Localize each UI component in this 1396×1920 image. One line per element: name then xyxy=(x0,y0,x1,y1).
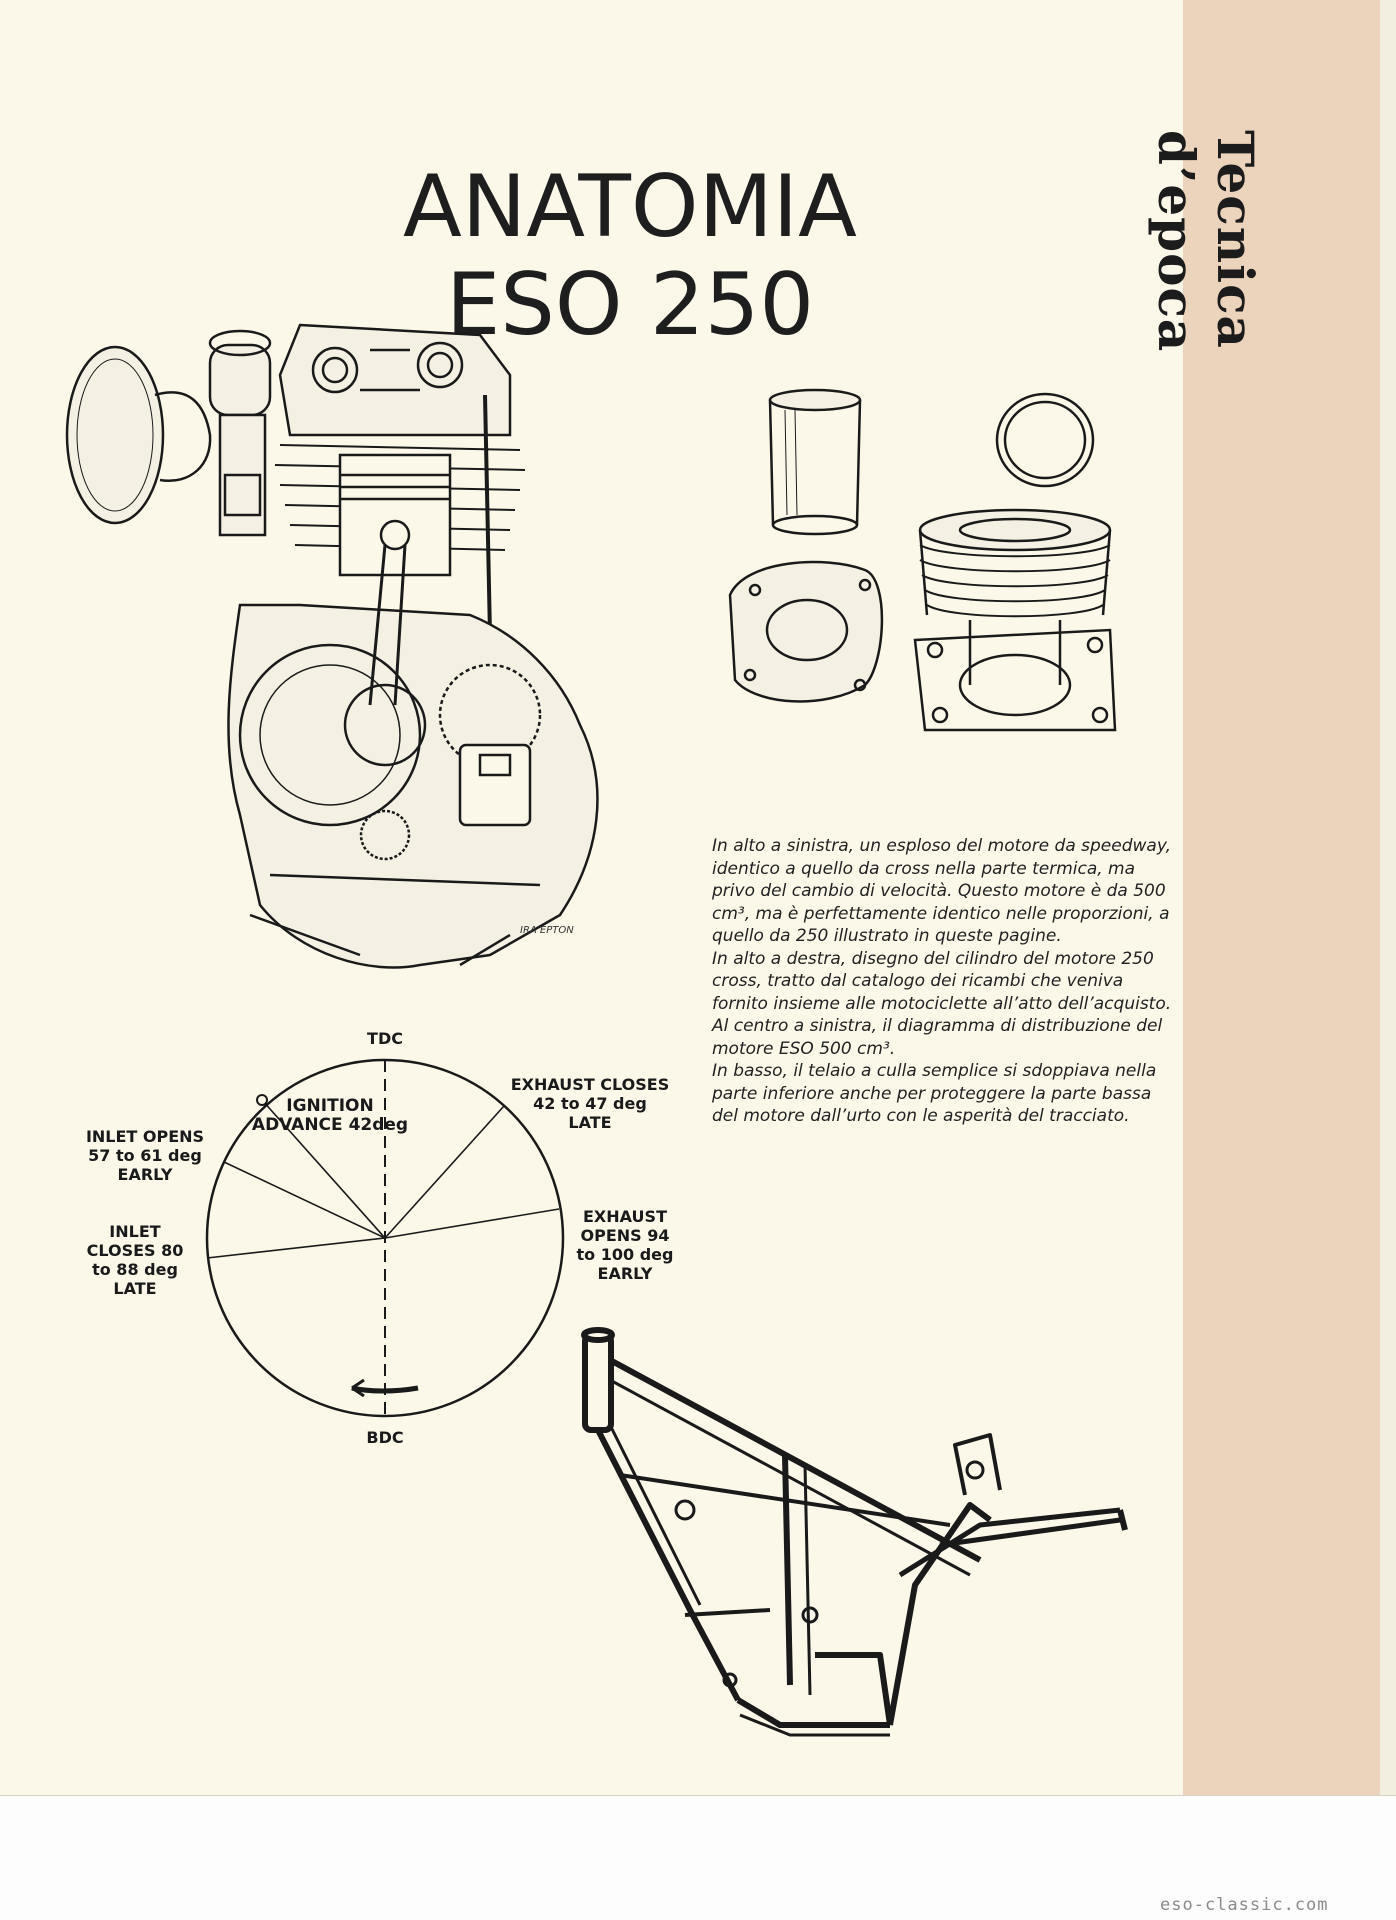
sidebar-band xyxy=(1183,0,1380,1795)
title-line-2: ESO 250 xyxy=(445,254,815,355)
ignition-line xyxy=(261,1099,386,1239)
rotation-arrow xyxy=(351,1385,419,1394)
engine-cutaway-illustration xyxy=(65,323,599,969)
footer-url: eso-classic.com xyxy=(1160,1895,1329,1915)
exhaust-opens-line xyxy=(384,1208,560,1239)
frame-illustration xyxy=(581,1327,1128,1737)
inlet-closes-label: INLET CLOSES 80 to 88 deg LATE xyxy=(86,1222,184,1298)
caption-paragraph: In alto a sinistra, un esploso del motor… xyxy=(712,836,1171,946)
scan-edge xyxy=(1380,0,1396,1920)
caption-text: In alto a sinistra, un esploso del motor… xyxy=(712,835,1172,1128)
exhaust-closes-line xyxy=(384,1105,505,1239)
cylinder-parts-illustration xyxy=(728,388,1117,732)
inlet-closes-line xyxy=(206,1237,386,1259)
sidebar-title: Tecnica d’epoca xyxy=(1147,130,1265,353)
title-line-1: ANATOMIA xyxy=(403,156,857,257)
bdc-label: BDC xyxy=(366,1428,404,1447)
artist-signature: IRA EPTON xyxy=(520,925,574,936)
exhaust-closes-label: EXHAUST CLOSES 42 to 47 deg LATE xyxy=(510,1075,670,1132)
exhaust-opens-label: EXHAUST OPENS 94 to 100 deg EARLY xyxy=(576,1207,674,1283)
ignition-marker xyxy=(256,1094,268,1106)
caption-paragraph: In basso, il telaio a culla semplice si … xyxy=(712,1061,1157,1126)
ignition-label: IGNITION ADVANCE 42deg xyxy=(251,1096,409,1135)
scan-bottom-margin xyxy=(0,1795,1396,1920)
inlet-opens-label: INLET OPENS 57 to 61 deg EARLY xyxy=(85,1127,205,1184)
inlet-opens-line xyxy=(223,1161,386,1239)
page-title: ANATOMIA ESO 250 xyxy=(330,158,930,354)
tdc-label: TDC xyxy=(367,1029,403,1048)
valve-timing-diagram xyxy=(205,1058,565,1418)
page-edge-line xyxy=(0,1795,1396,1796)
caption-paragraph: Al centro a sinistra, il diagramma di di… xyxy=(712,1016,1163,1059)
caption-paragraph: In alto a destra, disegno del cilindro d… xyxy=(712,948,1172,1014)
